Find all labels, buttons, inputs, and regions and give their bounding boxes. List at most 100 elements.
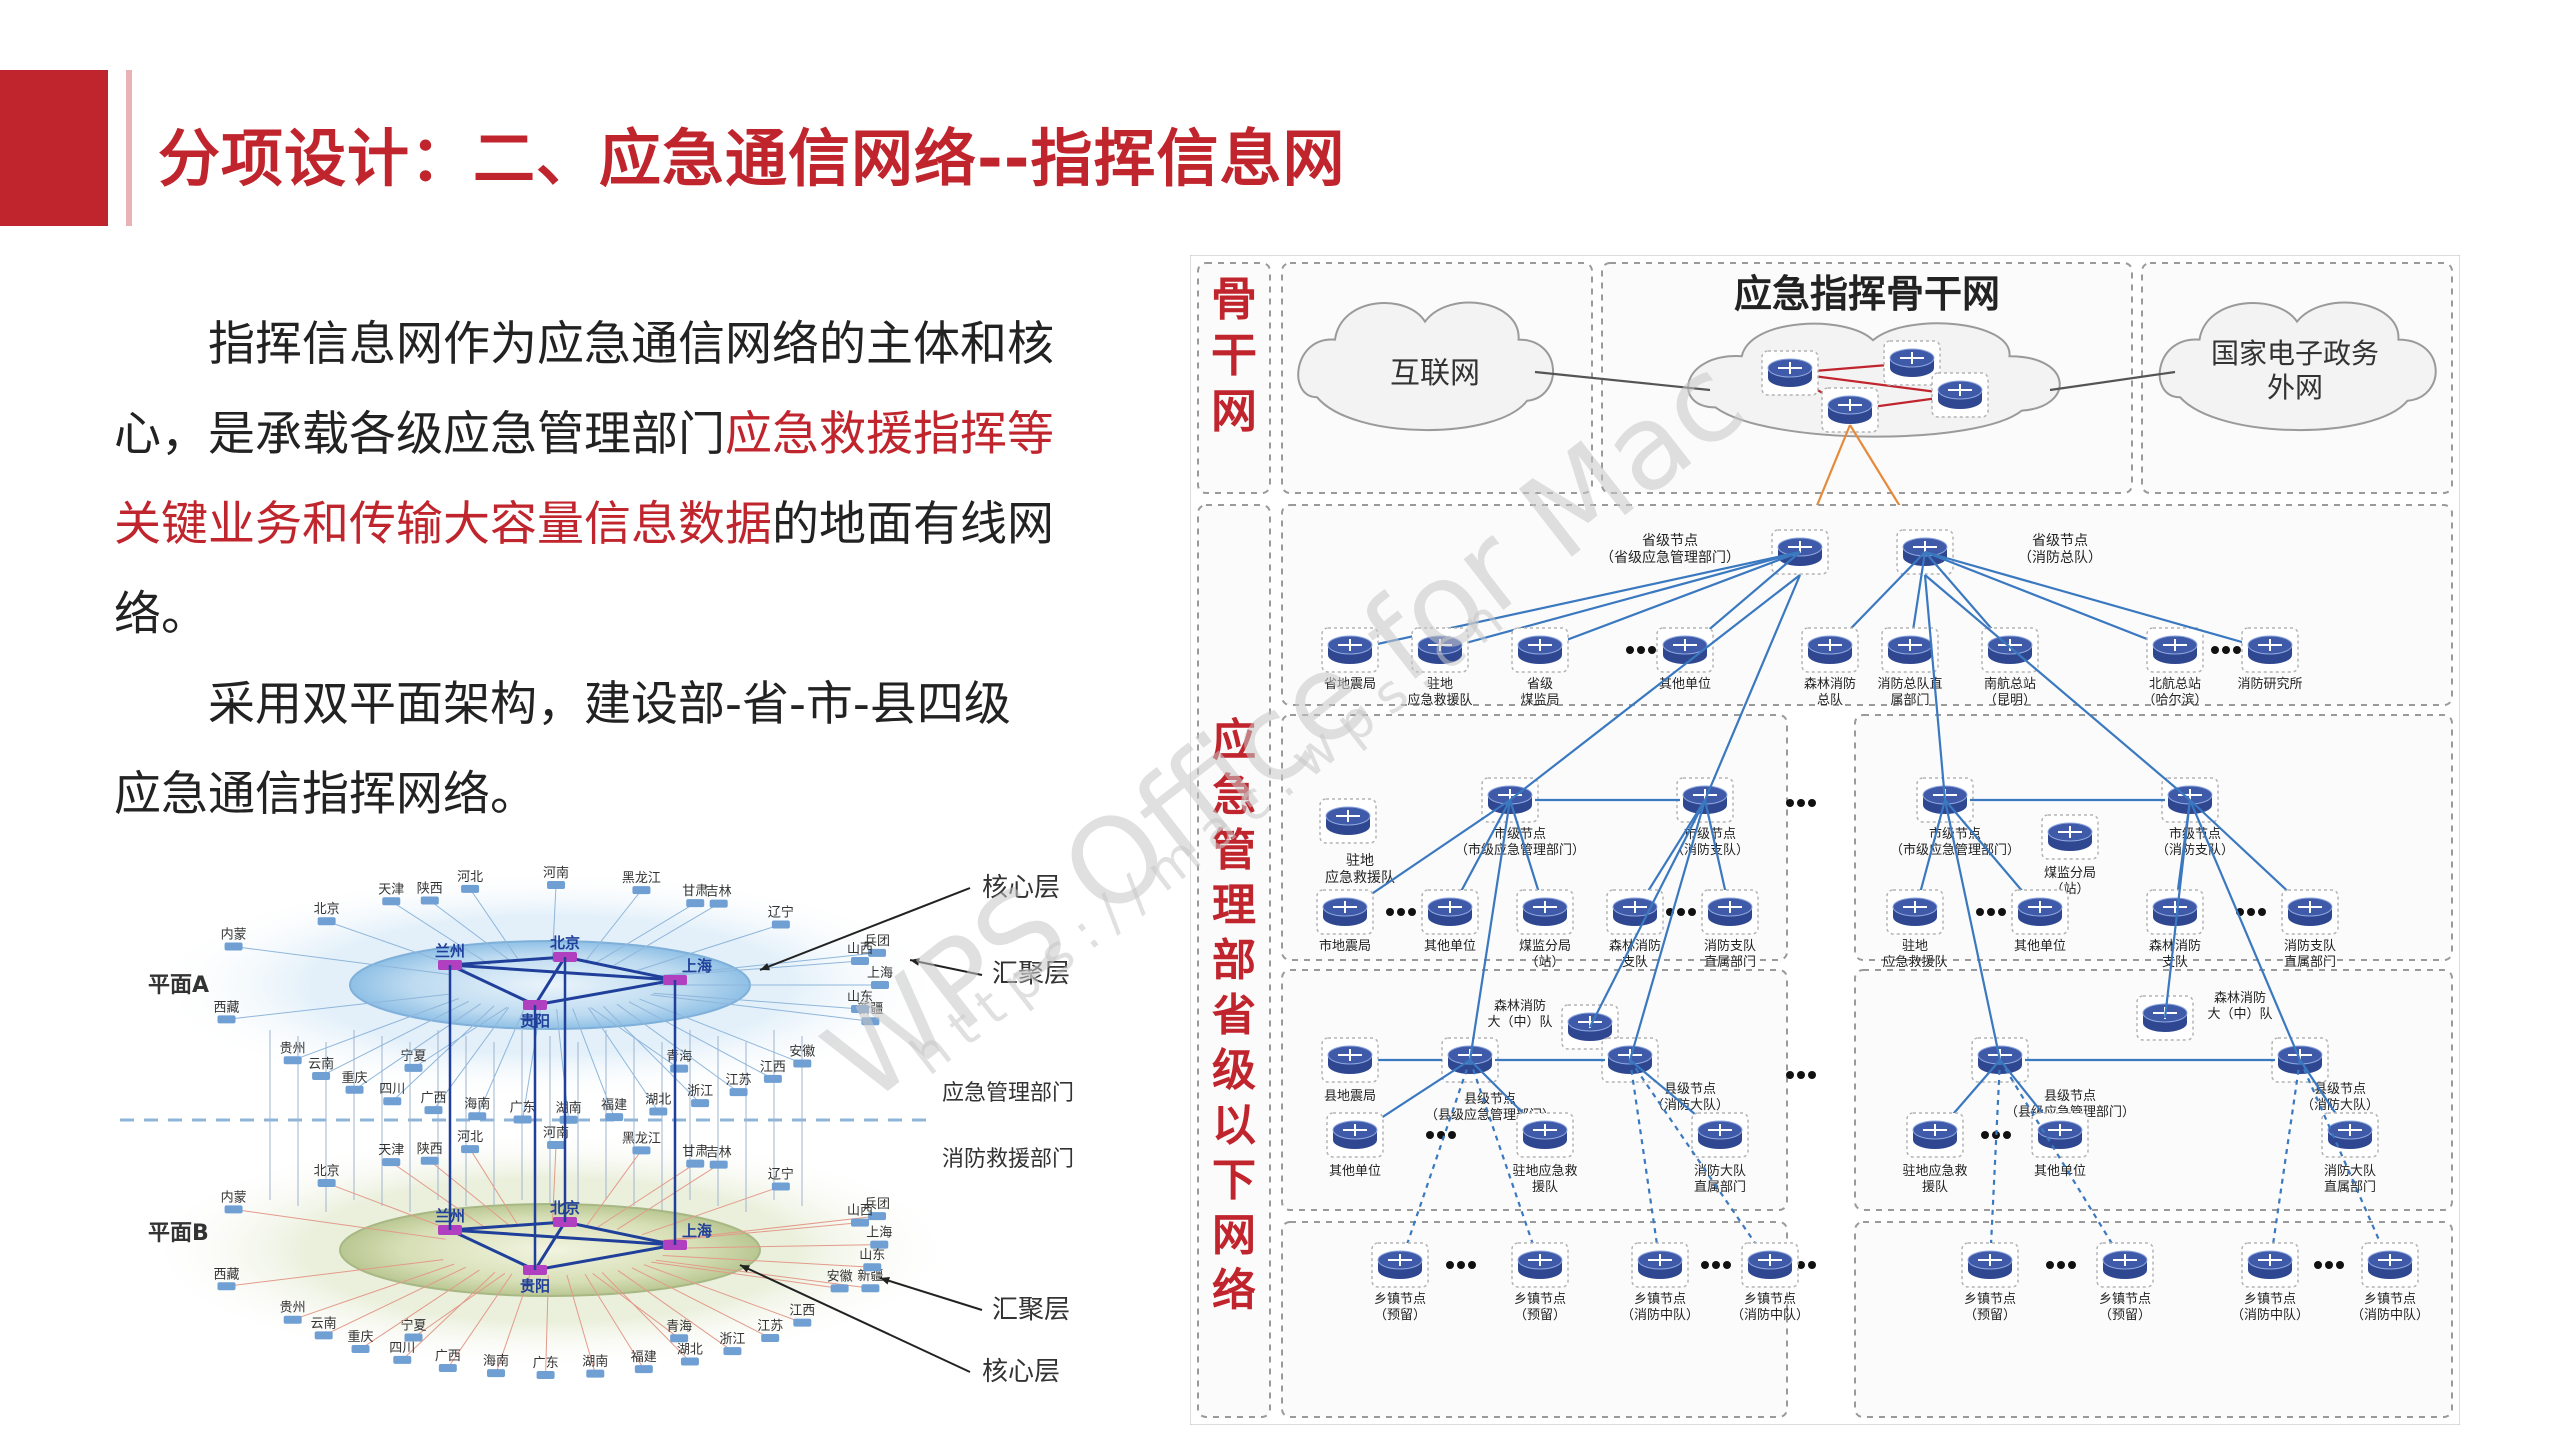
plane-a-bottom-label: 江西 <box>760 1060 786 1075</box>
city-county-link-lt <box>1589 799 1706 1028</box>
prov-city-link-lb <box>1703 574 1802 801</box>
side-label-lower-char: 理 <box>1212 880 1256 931</box>
arrow-core-top <box>759 887 971 971</box>
plane-a-top-spoke <box>469 888 521 963</box>
plane-b-bottom-spoke <box>292 1263 455 1321</box>
plane-a-right-node <box>850 1005 869 1014</box>
plane-a-bottom-label: 海南 <box>464 1096 490 1112</box>
plane-b-left-spoke <box>429 1160 511 1227</box>
plane-b-right-label: 山东 <box>859 1248 885 1263</box>
province-child-2-label-1: 省级 <box>1527 677 1553 692</box>
plane-a-core-link <box>449 963 676 982</box>
plane-a-left-label: 内蒙 <box>221 927 247 943</box>
plane-a-bottom-node <box>763 1074 782 1083</box>
city-dots-mid-dot <box>1797 799 1805 807</box>
plane-b-bottom-label: 江西 <box>789 1304 815 1319</box>
plane-b-top-node <box>709 1160 728 1169</box>
plane-a-top-node <box>771 920 790 929</box>
plane-b-bottom-node <box>438 1364 457 1373</box>
plane-b-left-node <box>686 1159 705 1168</box>
town-dots-4-dot <box>2314 1261 2322 1269</box>
province-node-b-label-2: （消防总队） <box>2018 550 2102 566</box>
backbone-title: 应急指挥骨干网 <box>1734 272 2000 316</box>
county-left-child-0-label-1: 县地震局 <box>1324 1089 1376 1104</box>
plane-a-top-spoke <box>584 889 642 963</box>
town-node-7-label-1: 乡镇节点 <box>2364 1292 2416 1307</box>
para1-text-end: 的地面有线网络。 <box>114 497 1054 642</box>
plane-a-top-spoke <box>637 924 782 971</box>
plane-a-bottom-node <box>468 1112 487 1121</box>
arrow-agg-bottom-head <box>880 1277 890 1285</box>
command-network-topology: 骨干网应急管理部省级以下网络应急指挥骨干网互联网国家电子政务外网省级节点（省级应… <box>1190 255 2460 1425</box>
plane-b-bottom-spoke <box>360 1269 480 1350</box>
plane-b-left-label: 新疆 <box>857 1268 883 1284</box>
plane-b-bottom-node <box>351 1344 370 1353</box>
province-dots-left-dot <box>1637 646 1645 654</box>
city-right-child-3-label-2: 直属部门 <box>2284 955 2336 970</box>
plane-a-bottom-node <box>283 1056 302 1065</box>
city-right-child-1-label-1: 其他单位 <box>2014 939 2066 954</box>
province-child-0-arrows <box>1338 639 1362 651</box>
side-box-backbone <box>1197 262 1271 494</box>
plane-b-core-label: 贵阳 <box>520 1277 550 1295</box>
plane-a-bottom-label: 重庆 <box>342 1070 368 1086</box>
title-accent-bar <box>0 70 108 226</box>
county-left-top-label-1: 森林消防 <box>1494 998 1546 1014</box>
plane-a-left-node <box>868 948 887 957</box>
plane-b-bottom-label: 湖南 <box>582 1354 608 1370</box>
county-right-child-1-arrows <box>2048 1124 2072 1136</box>
city-county-link-ra <box>1943 799 2002 1061</box>
internet-label: 互联网 <box>1390 356 1480 391</box>
city-right-side-label-1: 煤监分局 <box>2044 866 2096 881</box>
para1-highlight: 应急救援指挥等关键业务和传输大容量信息数据 <box>114 407 1054 552</box>
province-node-a-arrows <box>1788 541 1812 553</box>
plane-b-top-label: 河北 <box>457 1130 483 1145</box>
plane-a-left-spoke <box>226 993 449 1020</box>
province-dots-left-dot <box>1648 646 1656 654</box>
county-right-child-0-label-1: 驻地应急救 <box>1902 1163 1967 1179</box>
plane-a-bottom-spoke <box>391 1005 495 1102</box>
core-router-2-arrows <box>1948 384 1972 396</box>
dual-plane-diagram: 北京天津河北河南黑龙江吉林辽宁内蒙陕西甘肃兵团新疆青海宁夏西藏山西上海山东安徽贵… <box>120 865 1074 1387</box>
city-left-dots-2-dot <box>1688 908 1696 916</box>
plane-b-core-link <box>449 1228 536 1272</box>
plane-a-top-node <box>547 881 566 890</box>
county-right-child-1-label-1: 其他单位 <box>2034 1164 2086 1179</box>
province-child-5-arrows <box>1898 639 1922 651</box>
plane-b-top-node <box>317 1179 336 1188</box>
plane-a-left-spoke <box>652 952 878 977</box>
core-router-3-arrows <box>1838 399 1862 411</box>
city-node-ra-label-1: 市级节点 <box>1929 826 1981 842</box>
side-label-lower-char: 省 <box>1212 990 1256 1041</box>
plane-b-bottom-node <box>761 1333 780 1342</box>
plane-b-right-label: 山西 <box>847 1204 873 1219</box>
plane-a-core-link <box>449 963 536 1007</box>
plane-b-bottom-spoke <box>495 1274 531 1374</box>
plane-b-right-label: 安徽 <box>827 1269 853 1284</box>
city-right-dots-1-dot <box>1998 908 2006 916</box>
plane-a-bottom-label: 江苏 <box>726 1072 752 1088</box>
town-node-6-arrows <box>2258 1254 2282 1266</box>
city-left-child-3-label-2: 支队 <box>1622 955 1648 970</box>
city-dots-mid-dot <box>1808 799 1816 807</box>
province-child-7-label-2: （哈尔滨） <box>2142 692 2207 708</box>
side-label-backbone-char: 网 <box>1211 384 1257 438</box>
plane-a-top-node <box>461 884 480 893</box>
plane-a-core-link <box>449 955 566 967</box>
plane-a-top-label: 北京 <box>314 902 340 917</box>
plane-b-bottom-label: 贵州 <box>280 1301 306 1316</box>
town-link <box>1398 1059 1472 1266</box>
plane-b-right-node <box>870 1240 889 1249</box>
province-child-8-label-1: 消防研究所 <box>2237 676 2302 692</box>
plane-a-top-node <box>317 917 336 926</box>
province-child-link <box>1439 550 1801 652</box>
plane-a-left-node <box>670 1064 689 1073</box>
plane-a-bottom-spoke <box>292 998 459 1061</box>
county-node-la-label-1: 县级节点 <box>1464 1092 1516 1107</box>
province-child-1-arrows <box>1428 639 1452 651</box>
plane-b-bottom-spoke <box>545 1275 549 1376</box>
city-node-la-label-2: （市级应急管理部门） <box>1455 842 1585 858</box>
internet-cloud <box>1297 301 1554 432</box>
plane-a-bottom-label: 湖北 <box>645 1092 671 1107</box>
city-left-dots-2-dot <box>1677 908 1685 916</box>
